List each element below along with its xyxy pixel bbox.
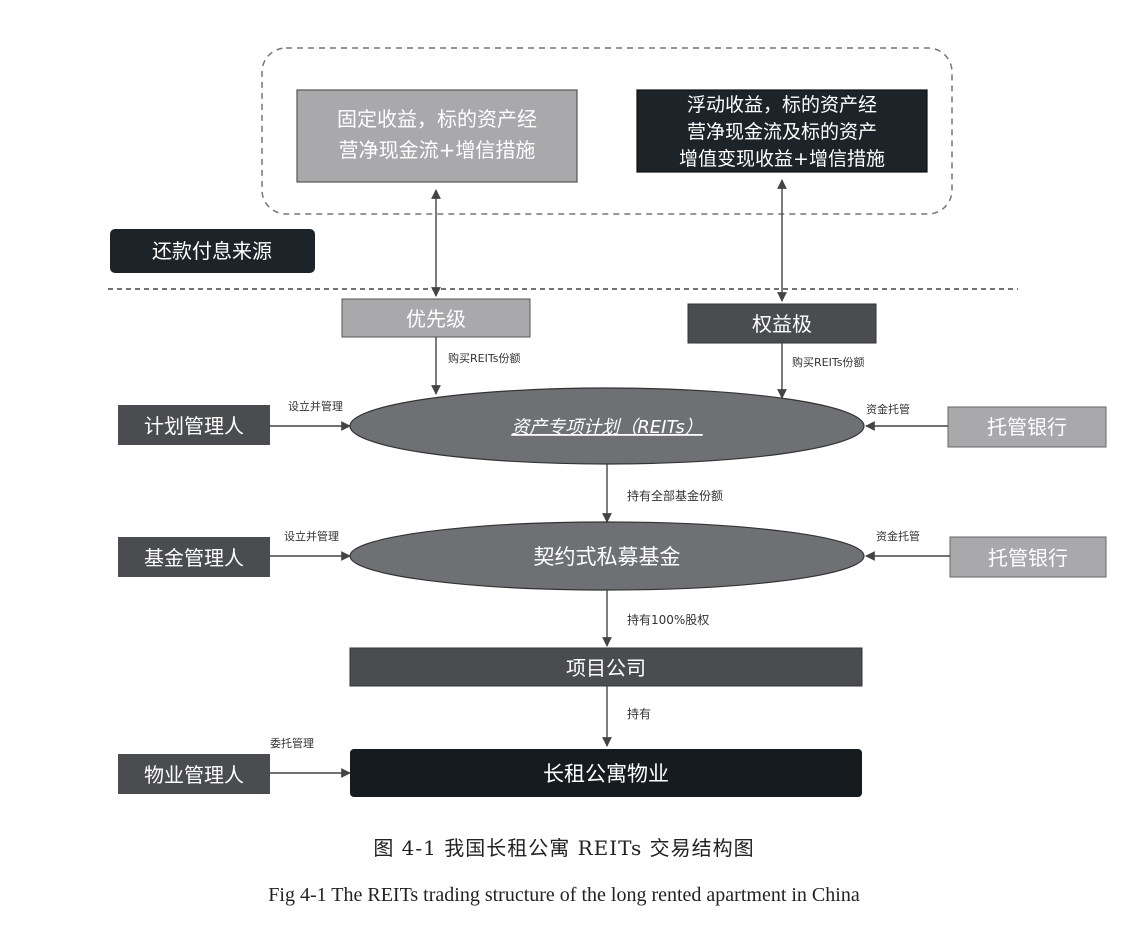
fund-establish-label: 设立并管理	[284, 529, 339, 543]
custody-1-label: 资金托管	[866, 402, 910, 416]
custody-2-label: 资金托管	[876, 529, 920, 543]
floating-income-line-1: 浮动收益，标的资产经	[687, 94, 877, 116]
floating-income-line-2: 营净现金流及标的资产	[687, 121, 877, 143]
reits-plan-ellipse: 资产专项计划（REITs）	[349, 387, 865, 465]
fund-manager-label: 基金管理人	[144, 546, 244, 570]
plan-manager-label: 计划管理人	[144, 414, 244, 438]
hold-equity-label: 持有100%股权	[627, 612, 709, 627]
equity-tranche-box: 权益极	[687, 303, 877, 344]
custodian-bank-2-box: 托管银行	[949, 536, 1107, 578]
plan-establish-label: 设立并管理	[288, 399, 343, 413]
hold-fund-label: 持有全部基金份额	[627, 488, 723, 503]
reits-structure-diagram: 固定收益，标的资产经 营净现金流+增信措施 浮动收益，标的资产经 营净现金流及标…	[108, 47, 1107, 797]
senior-tranche-box: 优先级	[341, 298, 531, 338]
apartment-property-label: 长租公寓物业	[543, 762, 669, 786]
project-company-label: 项目公司	[566, 656, 646, 680]
senior-tranche-label: 优先级	[406, 307, 466, 331]
private-fund-ellipse: 契约式私募基金	[349, 521, 865, 591]
floating-income-box: 浮动收益，标的资产经 营净现金流及标的资产 增值变现收益+增信措施	[636, 89, 928, 173]
equity-buy-label: 购买REITs份额	[792, 355, 864, 369]
custodian-bank-2-label: 托管银行	[988, 546, 1068, 570]
repayment-source-label: 还款付息来源	[152, 239, 272, 263]
fixed-income-line-2: 营净现金流+增信措施	[339, 138, 536, 162]
equity-tranche-label: 权益极	[752, 312, 812, 336]
figure-caption-chinese: 图 4-1 我国长租公寓 REITs 交易结构图	[373, 836, 755, 860]
floating-income-line-3: 增值变现收益+增信措施	[679, 148, 885, 170]
property-manager-box: 物业管理人	[118, 754, 270, 794]
figure-caption-english: Fig 4-1 The REITs trading structure of t…	[268, 884, 860, 906]
hold-property-label: 持有	[627, 706, 651, 721]
private-fund-label: 契约式私募基金	[534, 545, 681, 569]
fund-manager-box: 基金管理人	[118, 537, 270, 577]
senior-buy-label: 购买REITs份额	[448, 351, 520, 365]
plan-manager-box: 计划管理人	[118, 405, 270, 445]
apartment-property-box: 长租公寓物业	[350, 749, 862, 797]
reits-plan-label: 资产专项计划（REITs）	[511, 417, 702, 438]
property-manager-label: 物业管理人	[144, 763, 244, 787]
repayment-source-box: 还款付息来源	[110, 229, 315, 273]
fixed-income-box: 固定收益，标的资产经 营净现金流+增信措施	[296, 89, 578, 183]
custodian-bank-1-label: 托管银行	[987, 415, 1067, 439]
fixed-income-line-1: 固定收益，标的资产经	[337, 107, 537, 131]
entrusted-manage-label: 委托管理	[270, 736, 314, 750]
project-company-box: 项目公司	[349, 647, 863, 687]
income-container	[261, 47, 953, 215]
custodian-bank-1-box: 托管银行	[947, 406, 1107, 448]
